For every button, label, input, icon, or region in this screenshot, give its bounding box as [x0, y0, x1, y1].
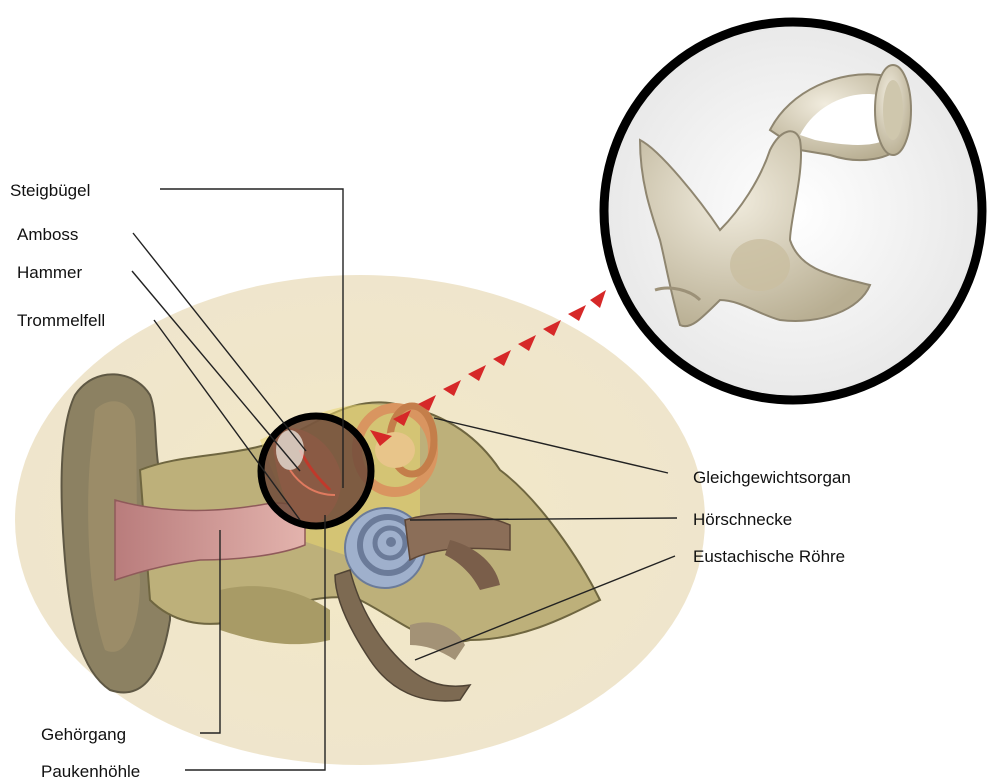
- label-gehoergang: Gehörgang: [41, 725, 126, 744]
- small-zoom-circle: [261, 416, 371, 526]
- label-steigbuegel: Steigbügel: [10, 181, 90, 200]
- label-hoerschnecke: Hörschnecke: [693, 510, 792, 529]
- zoom-view: [604, 22, 982, 400]
- label-eustachische-roehre: Eustachische Röhre: [693, 547, 845, 566]
- label-gleichgewichtsorgan: Gleichgewichtsorgan: [693, 468, 851, 487]
- label-hammer: Hammer: [17, 263, 83, 282]
- label-trommelfell: Trommelfell: [17, 311, 105, 330]
- label-amboss: Amboss: [17, 225, 78, 244]
- label-paukenhoehle: Paukenhöhle: [41, 762, 140, 781]
